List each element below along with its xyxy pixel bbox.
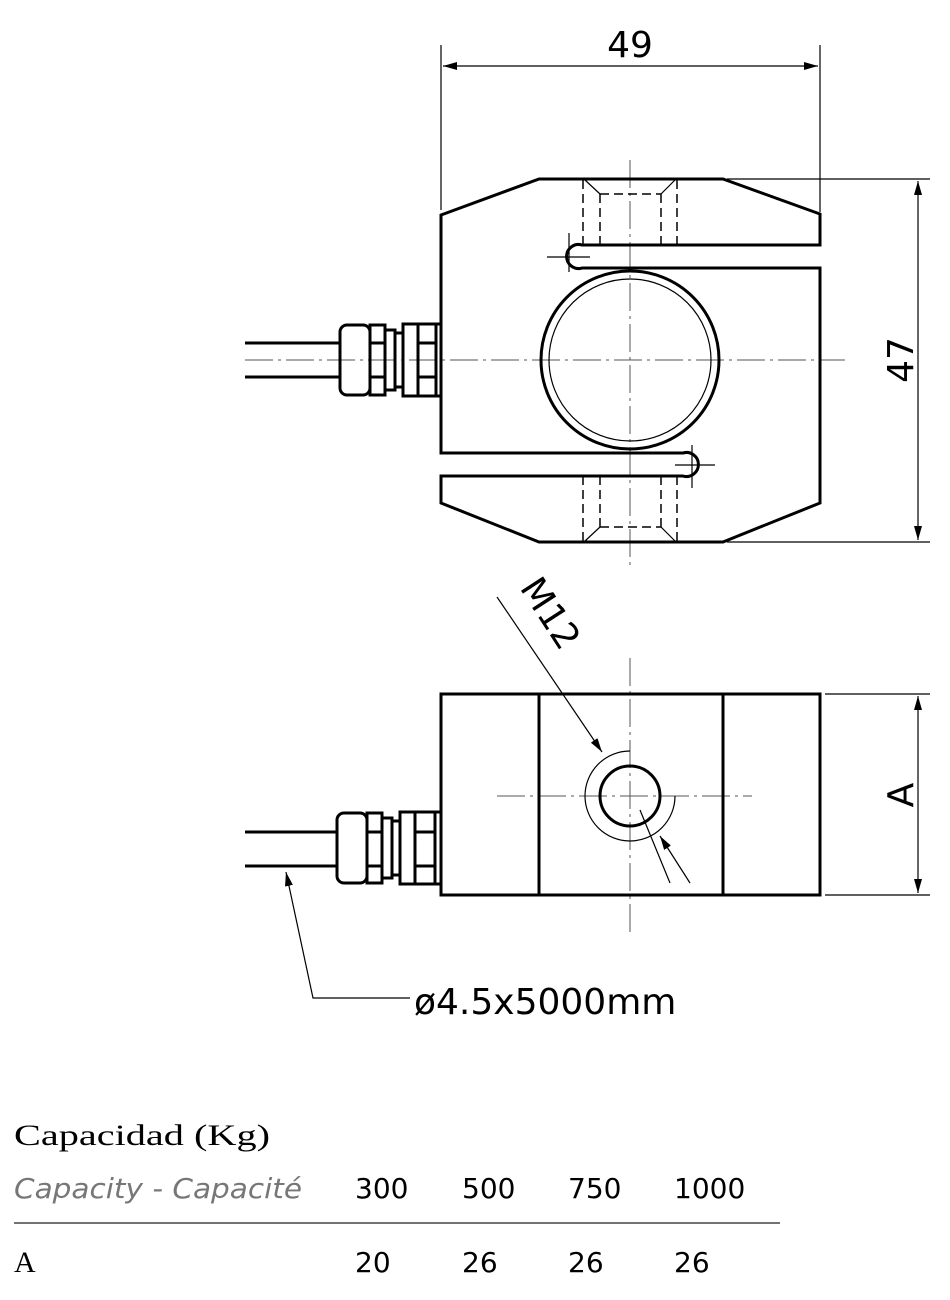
table-title: Capacidad (Kg) <box>14 1119 270 1152</box>
capacity-table: Capacidad (Kg) Capacity - Capacité 300 5… <box>14 1119 780 1279</box>
load-cell-outline <box>439 177 822 544</box>
capacity-value: 750 <box>568 1172 621 1205</box>
row-value: 26 <box>568 1246 604 1279</box>
capacity-value: 1000 <box>674 1172 745 1205</box>
a-dimension-label: A <box>881 782 922 807</box>
cable-label: ø4.5x5000mm <box>414 982 676 1023</box>
upper-thread-bore <box>582 179 678 245</box>
a-dimension: A <box>825 693 930 896</box>
capacity-value: 500 <box>462 1172 515 1205</box>
height-dimension-label: 47 <box>881 337 922 383</box>
row-value: 26 <box>462 1246 498 1279</box>
cable-leader <box>285 871 410 999</box>
load-button-outer <box>539 269 721 451</box>
cable-gland-top <box>245 322 443 398</box>
thread-arc <box>584 750 676 842</box>
lower-thread-bore <box>582 476 678 542</box>
width-dimension: 49 <box>440 25 821 212</box>
m12-leader <box>496 596 603 753</box>
row-value: 26 <box>674 1246 710 1279</box>
top-view: 49 47 <box>245 25 930 566</box>
cable-gland-side <box>245 810 443 886</box>
row-value: 20 <box>355 1246 391 1279</box>
thread-hole <box>598 764 662 828</box>
side-body-outline <box>439 692 822 897</box>
row-label: A <box>14 1246 36 1279</box>
thread-label: M12 <box>512 570 588 657</box>
height-dimension: 47 <box>727 178 930 543</box>
side-view: M12 ø4.5x5000mm A <box>245 570 930 1023</box>
capacity-label: Capacity - Capacité <box>14 1172 302 1205</box>
capacity-value: 300 <box>355 1172 408 1205</box>
load-button-inner <box>548 278 712 442</box>
width-dimension-label: 49 <box>607 25 653 66</box>
